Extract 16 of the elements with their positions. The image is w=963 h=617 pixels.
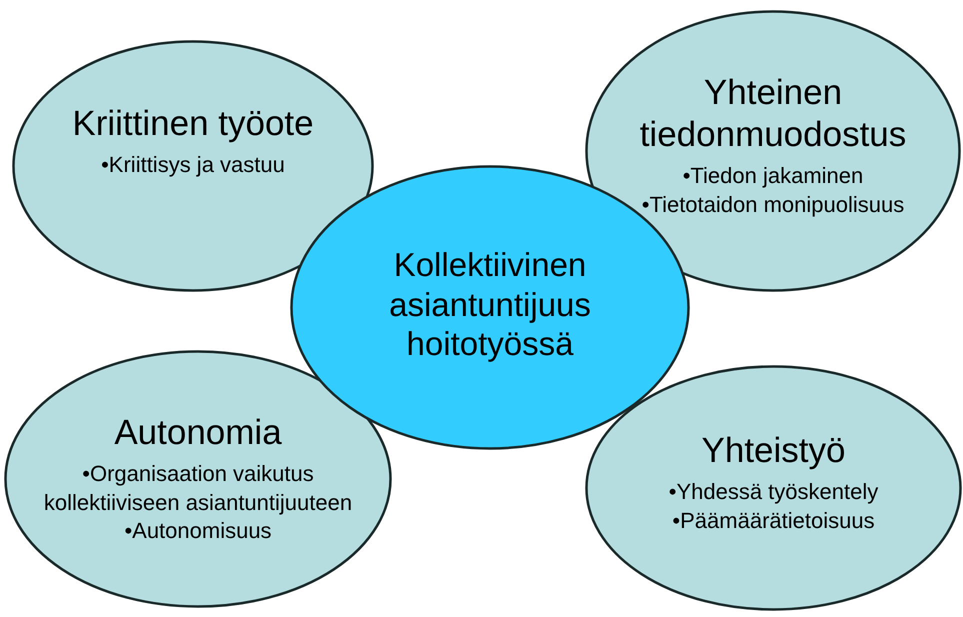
bullet-text: •Kriittisys ja vastuu <box>101 150 285 179</box>
bullet-text: •Päämäärätietoisuus <box>672 507 875 535</box>
ellipse-node <box>12 40 374 292</box>
ellipse-heading: Yhteinen tiedonmuodostus <box>638 72 908 156</box>
ellipse-heading: Kriittinen työote <box>72 102 314 145</box>
bullet-text: •Tiedon jakaminen <box>682 162 864 190</box>
bullet-text: •Autonomisuus <box>124 517 272 546</box>
ellipse-node <box>585 10 961 292</box>
bullet-text: •Tietotaidon monipuolisuus <box>642 191 904 219</box>
ellipse-heading: Kollektiivinen asiantuntijuus hoitotyössä <box>388 245 592 364</box>
bullet-text: •Yhdessä työskentely <box>668 478 878 506</box>
ellipse-heading: Yhteistyö <box>702 430 846 472</box>
ellipse-node <box>4 350 392 608</box>
ellipse-heading: Autonomia <box>114 412 282 454</box>
ellipse-node <box>585 365 962 611</box>
bullet-text: •Organisaation vaikutus kollektiiviseen asiantuntijuuteen <box>42 460 354 517</box>
